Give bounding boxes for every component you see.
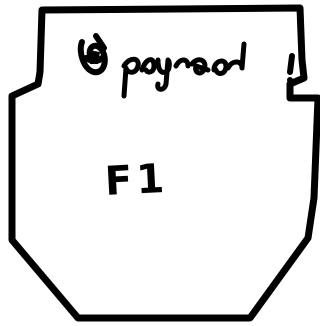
sketch-label: F1 [104,159,169,202]
exclamation-mark-icon [287,56,293,83]
scribble-mark-icon [81,36,105,72]
annotation-handwriting [124,44,244,96]
